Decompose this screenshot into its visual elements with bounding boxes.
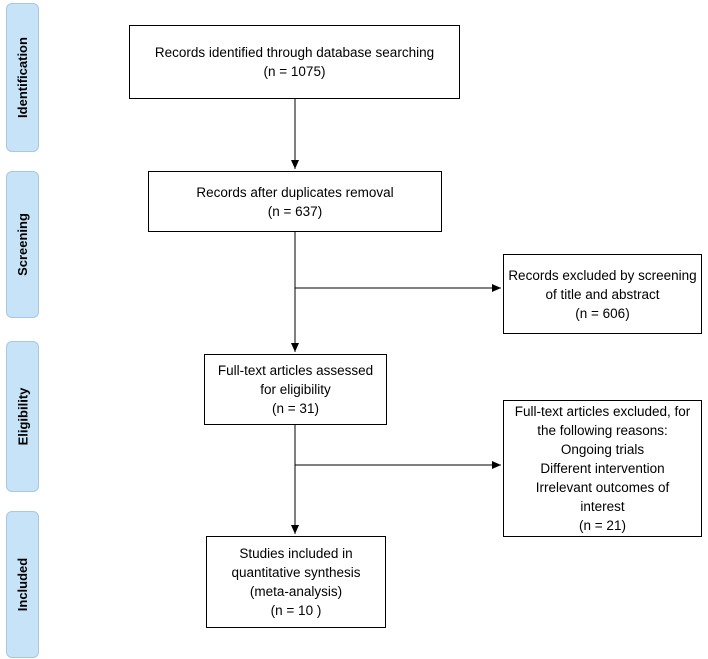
- box-full-text-assessed: Full-text articles assessed for eligibil…: [204, 354, 387, 425]
- box-full-text-excluded: Full-text articles excluded, for the fol…: [503, 400, 702, 537]
- box-excluded-screening: Records excluded by screening of title a…: [503, 254, 702, 334]
- phase-screening: Screening: [6, 171, 39, 318]
- box-after-duplicates: Records after duplicates removal (n = 63…: [148, 171, 442, 232]
- phase-eligibility: Eligibility: [6, 341, 39, 492]
- box-included-studies: Studies included in quantitative synthes…: [206, 536, 386, 628]
- phase-identification: Identification: [6, 3, 39, 152]
- box-records-identified: Records identified through database sear…: [129, 25, 460, 99]
- phase-included: Included: [6, 511, 39, 658]
